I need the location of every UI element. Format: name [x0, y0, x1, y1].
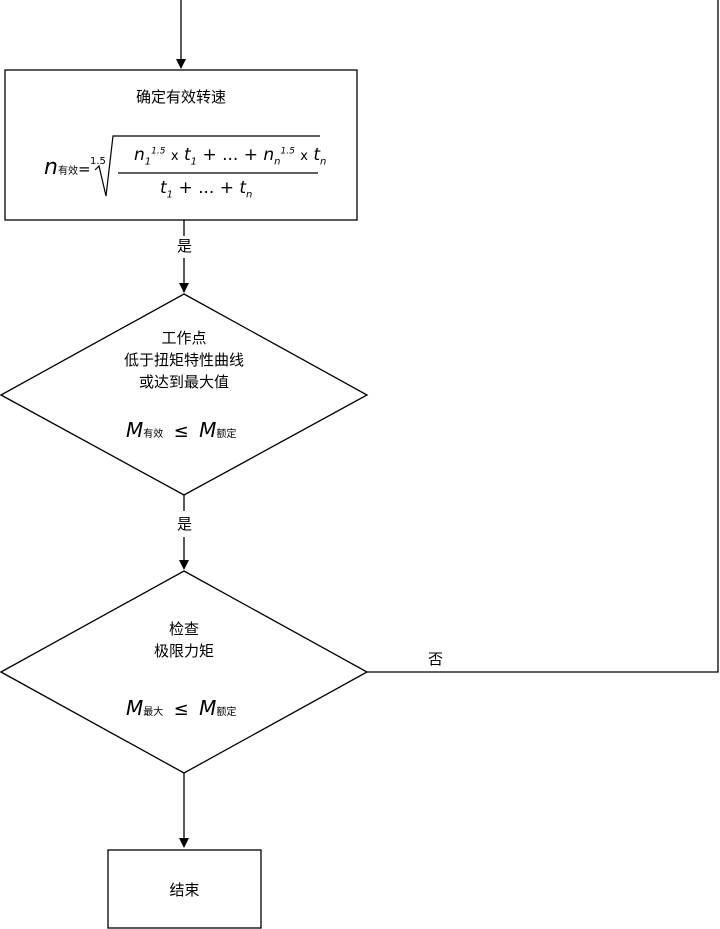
operating-point-condition: M有效 ≤ M额定: [126, 418, 236, 442]
operating-point-line1: 工作点: [161, 329, 207, 347]
den-t1: t: [160, 178, 167, 198]
num-n1-sub: 1: [144, 156, 152, 168]
limit-torque-line2: 极限力矩: [153, 642, 214, 660]
num-tn-sub: n: [320, 156, 327, 168]
num-n1: n: [134, 145, 145, 165]
num-t1: t: [184, 145, 191, 165]
den-plus-dots: + ... +: [178, 178, 234, 198]
no-loop-connector: [367, 0, 719, 673]
cond1-rhs-sub: 额定: [216, 429, 237, 440]
formula-denominator: t1 + ... + tn: [160, 178, 252, 200]
limit-torque-line1: 检查: [168, 620, 199, 638]
limit-torque-condition: M最大 ≤ M额定: [126, 696, 236, 720]
effective-speed-box: [4, 69, 358, 221]
num-tn: t: [313, 145, 321, 165]
cond1-lhs: M: [126, 418, 144, 442]
edge-label-yes-1: 是: [177, 237, 193, 255]
cond2-rhs: M: [199, 696, 217, 720]
formula-lhs-var: n: [44, 155, 58, 180]
edge-label-no: 否: [428, 650, 444, 668]
den-tn: t: [239, 178, 247, 198]
operating-point-line2: 低于扭矩特性曲线: [123, 351, 244, 369]
end-label: 结束: [169, 881, 200, 899]
effective-speed-title: 确定有效转速: [135, 88, 226, 106]
num-times2: x: [300, 149, 308, 164]
formula-lhs-sub: 有效: [57, 166, 78, 177]
operating-point-diamond: [0, 293, 369, 496]
radical-sign: [94, 135, 320, 197]
edge-label-yes-2: 是: [177, 515, 193, 533]
cond1-rhs: M: [199, 418, 217, 442]
cond1-op: ≤: [173, 421, 189, 442]
formula-root-index: 1.5: [90, 156, 106, 167]
operating-point-line3: 或达到最大值: [138, 373, 229, 391]
formula-numerator: n11.5 x t1 + ... + nn1.5 x tn: [134, 145, 326, 167]
num-nn-sup: 1.5: [280, 146, 295, 157]
den-t1-sub: 1: [166, 189, 174, 201]
cond2-lhs: M: [126, 696, 144, 720]
num-t1-sub: 1: [190, 156, 198, 168]
end-box: [107, 849, 262, 929]
num-times1: x: [170, 149, 179, 164]
cond1-lhs-sub: 有效: [143, 429, 164, 440]
formula-lhs: n有效=: [44, 155, 91, 180]
num-nn: n: [263, 145, 275, 165]
num-n1-sup: 1.5: [151, 146, 166, 157]
cond2-op: ≤: [173, 699, 189, 720]
cond2-rhs-sub: 额定: [216, 707, 237, 718]
limit-torque-diamond: [0, 570, 369, 774]
formula-equals: =: [77, 160, 91, 178]
num-plus-dots: + ... +: [202, 145, 258, 165]
cond2-lhs-sub: 最大: [143, 707, 164, 718]
den-tn-sub: n: [246, 189, 253, 201]
num-nn-sub: n: [274, 156, 281, 168]
